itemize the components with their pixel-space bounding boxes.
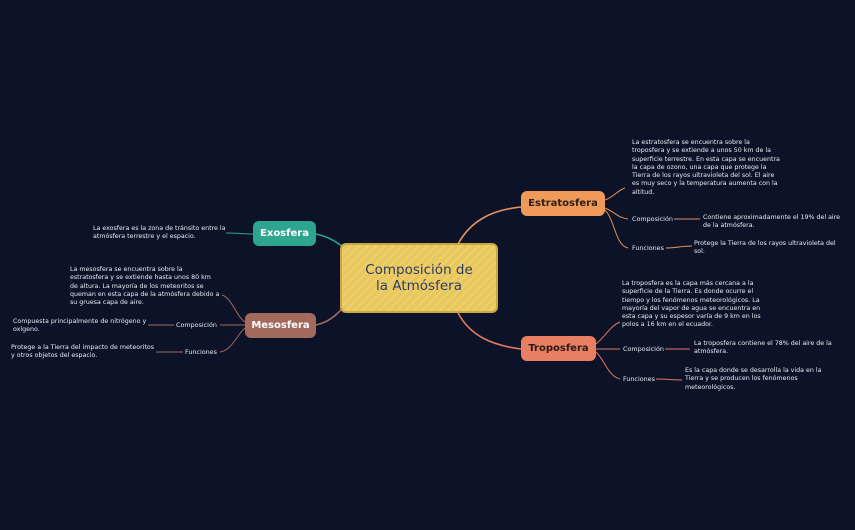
exosfera-description: La exosfera es la zona de tránsito entre… (93, 225, 226, 241)
topic-estratosfera[interactable]: Estratosfera (521, 191, 605, 216)
topic-troposfera-title: Troposfera (528, 343, 589, 354)
mesosfera-funciones-label: Funciones (185, 348, 217, 356)
topic-estratosfera-title: Estratosfera (528, 198, 598, 209)
connector-tropo-func-leaf (655, 378, 683, 381)
estratosfera-funciones-text: Protege la Tierra de los rayos ultraviol… (694, 240, 836, 256)
connector-tropo-desc (595, 321, 621, 345)
mesosfera-description: La mesosfera se encuentra sobre la estra… (70, 266, 220, 307)
troposfera-funciones-text: Es la capa donde se desarrolla la vida e… (685, 367, 822, 391)
troposfera-composicion-text: La troposfera contiene el 78% del aire d… (694, 340, 832, 356)
troposfera-funciones-label: Funciones (623, 375, 655, 383)
estratosfera-description: La estratosfera se encuentra sobre la tr… (632, 139, 780, 196)
troposfera-description: La troposfera es la capa más cercana a l… (622, 280, 761, 329)
connector-center-estratosfera (457, 206, 522, 245)
mesosfera-composicion-text: Compuesta principalmente de nitrógeno y … (13, 318, 147, 334)
connector-meso-func (219, 327, 246, 353)
connector-exo-desc (225, 232, 254, 235)
central-topic[interactable]: Composición de la Atmósfera (340, 243, 498, 313)
topic-exosfera[interactable]: Exosfera (253, 221, 316, 246)
connector-estrat-comp (604, 207, 629, 220)
topic-mesosfera[interactable]: Mesosfera (245, 313, 316, 338)
mesosfera-funciones-text: Protege a la Tierra del impacto de meteo… (11, 344, 155, 360)
connector-center-troposfera (457, 312, 522, 350)
topic-mesosfera-title: Mesosfera (251, 320, 310, 331)
estratosfera-composicion-label: Composición (632, 215, 673, 223)
estratosfera-funciones-label: Funciones (632, 244, 664, 252)
connector-estrat-desc (604, 187, 626, 201)
connector-tropo-func (595, 351, 621, 380)
connector-meso-desc (221, 294, 246, 323)
troposfera-composicion-label: Composición (623, 345, 664, 353)
mesosfera-composicion-label: Composición (176, 321, 217, 329)
connector-estrat-func (604, 209, 629, 249)
connector-estrat-func-leaf (665, 245, 693, 249)
estratosfera-composicion-text: Contiene aproximadamente el 19% del aire… (703, 214, 841, 230)
central-topic-title: Composición de la Atmósfera (365, 262, 473, 294)
topic-exosfera-title: Exosfera (260, 228, 309, 239)
topic-troposfera[interactable]: Troposfera (521, 336, 596, 361)
